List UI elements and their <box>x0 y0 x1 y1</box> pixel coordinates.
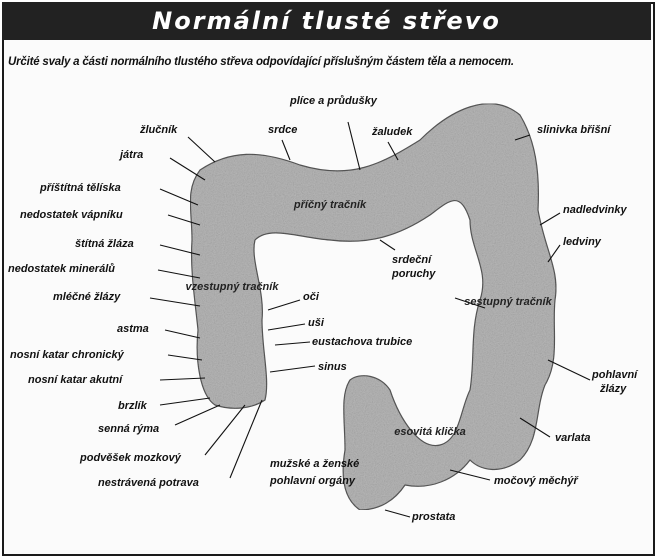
label-muzske-a-zenske: mužské a ženské <box>270 458 359 470</box>
label-astma: astma <box>117 323 149 335</box>
label-varlata: varlata <box>555 432 590 444</box>
label-zlucnik: žlučník <box>139 124 178 136</box>
label-nedostatek-mineralu: nedostatek minerálů <box>8 263 115 275</box>
label-srdce: srdce <box>268 124 297 136</box>
label-plice-a-prudusky: plíce a průdušky <box>289 95 378 107</box>
label-mocovy-mechyr: močový měchýř <box>494 475 579 487</box>
label-srdecni: srdeční <box>392 254 433 266</box>
label-senna-ryma: senná rýma <box>98 423 159 435</box>
label-poruchy: poruchy <box>391 268 436 280</box>
label-brzlik: brzlík <box>118 400 148 412</box>
label-usi: uši <box>308 317 325 329</box>
transverse-colon-label-1: příčný tračník <box>293 199 367 211</box>
label-nedostatek-vapniku: nedostatek vápníku <box>20 209 123 221</box>
label-nosni-katar-akutni: nosní katar akutní <box>28 374 124 386</box>
label-slinivka-brisni: slinivka břišní <box>537 124 612 136</box>
label-pohlavni-organy: pohlavní orgány <box>269 475 356 487</box>
descending-colon-label: sestupný tračník <box>464 296 552 308</box>
transverse-colon-label: příčný tračník <box>293 199 367 211</box>
label-nestravena-potrava: nestrávená potrava <box>98 477 199 489</box>
label-prostata: prostata <box>411 511 455 523</box>
label-pristitna-teliska: příštítná tělíska <box>39 182 121 194</box>
label-podvesek-mozkovy: podvěšek mozkový <box>79 452 182 464</box>
label-nadledvinky: nadledvinky <box>563 204 627 216</box>
ascending-colon-label: vzestupný tračník <box>186 281 280 293</box>
label-eustachova-trubice: eustachova trubice <box>312 336 412 348</box>
label-jatra: játra <box>118 149 143 161</box>
sigmoid-loop-label: esovitá klička <box>394 426 466 438</box>
label-pohlavni: pohlavní <box>591 369 639 381</box>
label-oci: oči <box>303 291 320 303</box>
label-sinus: sinus <box>318 361 347 373</box>
label-stitna-zlaza: štítná žláza <box>75 238 134 250</box>
label-zlazy: žlázy <box>599 383 627 395</box>
label-ledviny: ledviny <box>563 236 602 248</box>
label-zaludek: žaludek <box>371 126 413 138</box>
label-mlecne-zlazy: mléčné žlázy <box>53 291 121 303</box>
label-nosni-katar-chronicky: nosní katar chronický <box>10 349 125 361</box>
